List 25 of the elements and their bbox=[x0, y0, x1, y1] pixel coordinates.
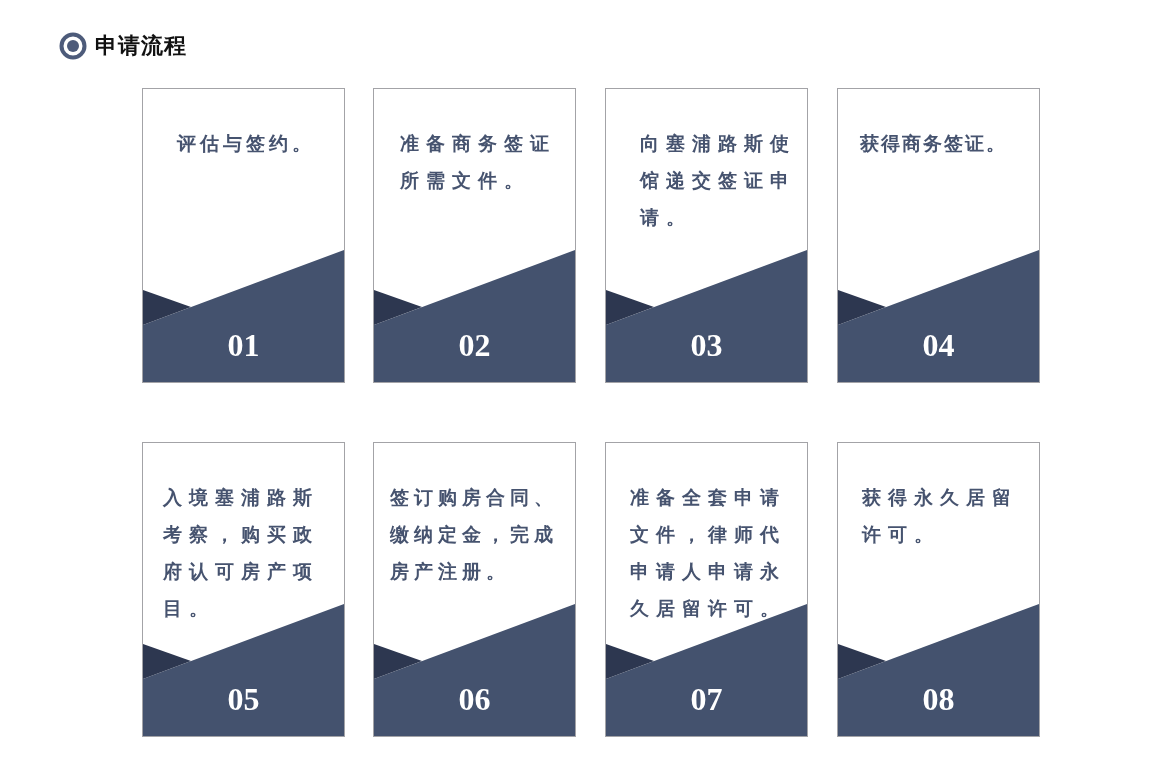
step-number: 01 bbox=[227, 326, 260, 365]
step-text: 签订购房合同、缴纳定金，完成房产注册。 bbox=[390, 486, 559, 584]
step-text: 入境塞浦路斯考察，购买政府认可房产项目。 bbox=[163, 486, 320, 621]
step-number: 08 bbox=[922, 680, 955, 719]
step-text: 获得商务签证。 bbox=[860, 132, 1007, 156]
step-card bbox=[142, 442, 345, 737]
step-card bbox=[837, 88, 1040, 383]
step-card bbox=[605, 88, 808, 383]
step-number: 03 bbox=[690, 326, 723, 365]
step-card bbox=[373, 88, 576, 383]
step-text: 获得永久居留许可。 bbox=[862, 486, 1019, 547]
step-number: 04 bbox=[922, 326, 955, 365]
step-text: 准备全套申请文件，律师代申请人申请永久居留许可。 bbox=[630, 486, 787, 621]
step-number: 06 bbox=[458, 680, 491, 719]
step-text: 评估与签约。 bbox=[177, 132, 315, 156]
section-title: 申请流程 bbox=[95, 32, 187, 60]
step-card bbox=[142, 88, 345, 383]
step-text: 准备商务签证所需文件。 bbox=[400, 132, 557, 193]
step-number: 07 bbox=[690, 680, 723, 719]
step-number: 05 bbox=[227, 680, 260, 719]
step-card bbox=[837, 442, 1040, 737]
step-number: 02 bbox=[458, 326, 491, 365]
step-card bbox=[373, 442, 576, 737]
step-card bbox=[605, 442, 808, 737]
step-text: 向塞浦路斯使馆递交签证申请。 bbox=[640, 132, 797, 230]
